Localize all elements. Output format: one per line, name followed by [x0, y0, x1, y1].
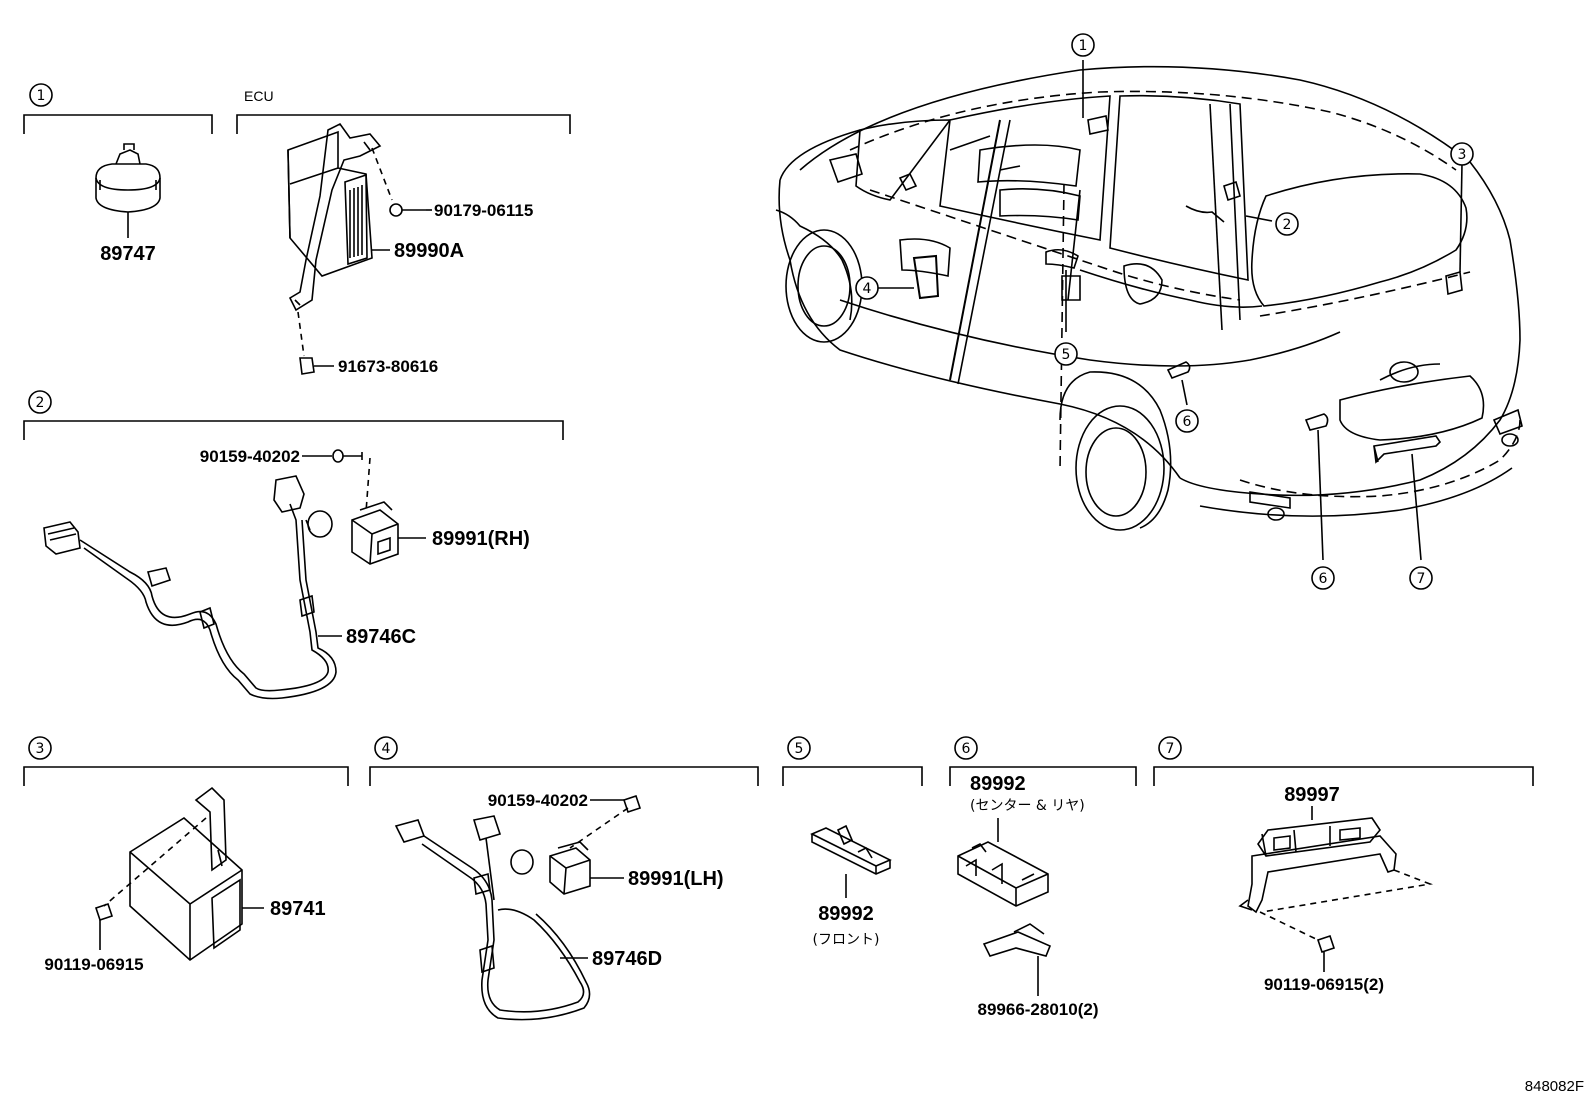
marker-2: 2	[36, 395, 45, 411]
vehicle-leader-lines	[878, 60, 1463, 561]
part-89746D-harness-drawing	[394, 815, 591, 1021]
part-89966-28010-clip-drawing	[982, 923, 1052, 996]
vehicle-callout-7: 7	[1417, 571, 1426, 587]
label-90119-06915-s7: 90119-06915(2)	[1264, 975, 1384, 994]
label-90179-06115: 90179-06115	[434, 201, 533, 220]
marker-6: 6	[962, 741, 971, 757]
part-89991LH-sensor-drawing	[549, 794, 642, 895]
label-89992-front: 89992	[818, 903, 874, 925]
part-89746C-harness-drawing	[43, 475, 342, 700]
marker-5: 5	[795, 741, 804, 757]
label-89991RH: 89991(RH)	[432, 528, 530, 550]
vehicle-callout-5: 5	[1062, 347, 1071, 363]
part-89997-assembly-drawing	[1238, 806, 1434, 972]
section-markers	[28, 83, 1182, 760]
vehicle-callout-3: 3	[1458, 147, 1467, 163]
label-90159-40202-s4: 90159-40202	[488, 791, 588, 810]
label-89741: 89741	[270, 898, 326, 920]
label-89746C: 89746C	[346, 626, 416, 648]
marker-4: 4	[382, 741, 391, 757]
vehicle-callout-6a: 6	[1183, 414, 1192, 430]
vehicle-callout-4: 4	[863, 281, 872, 297]
label-89747: 89747	[100, 243, 156, 265]
label-89992-center-rear: 89992	[970, 773, 1026, 795]
vehicle-drawing	[775, 65, 1523, 531]
vehicle-callout-6b: 6	[1319, 571, 1328, 587]
label-91673-80616: 91673-80616	[338, 357, 438, 376]
marker-7: 7	[1166, 741, 1175, 757]
label-89991LH: 89991(LH)	[628, 868, 724, 890]
section-brackets	[23, 114, 1534, 786]
label-90159-40202-s2: 90159-40202	[200, 447, 300, 466]
note-front: (フロント)	[813, 932, 880, 948]
label-89997: 89997	[1284, 784, 1340, 806]
note-center-rear: (センター & リヤ)	[970, 798, 1085, 814]
label-89966-28010: 89966-28010(2)	[978, 1000, 1099, 1019]
marker-1: 1	[37, 88, 46, 104]
part-89741-unit-drawing	[94, 786, 264, 962]
part-89747-drawing	[95, 143, 161, 238]
vehicle-callout-1: 1	[1079, 38, 1088, 54]
ecu-label: ECU	[244, 88, 274, 104]
part-89992-front-drawing	[810, 824, 892, 898]
part-89991RH-sensor-drawing	[302, 449, 426, 565]
part-89990A-ecu-drawing	[287, 122, 426, 375]
vehicle-callout-2: 2	[1283, 217, 1292, 233]
marker-3: 3	[36, 741, 45, 757]
reference-code: 848082F	[1525, 1078, 1584, 1095]
label-89746D: 89746D	[592, 948, 662, 970]
part-89992-center-rear-drawing	[957, 818, 1049, 907]
label-89990A: 89990A	[394, 240, 464, 262]
label-90119-06915-s3: 90119-06915	[44, 955, 143, 974]
vehicle-markers	[855, 33, 1474, 590]
